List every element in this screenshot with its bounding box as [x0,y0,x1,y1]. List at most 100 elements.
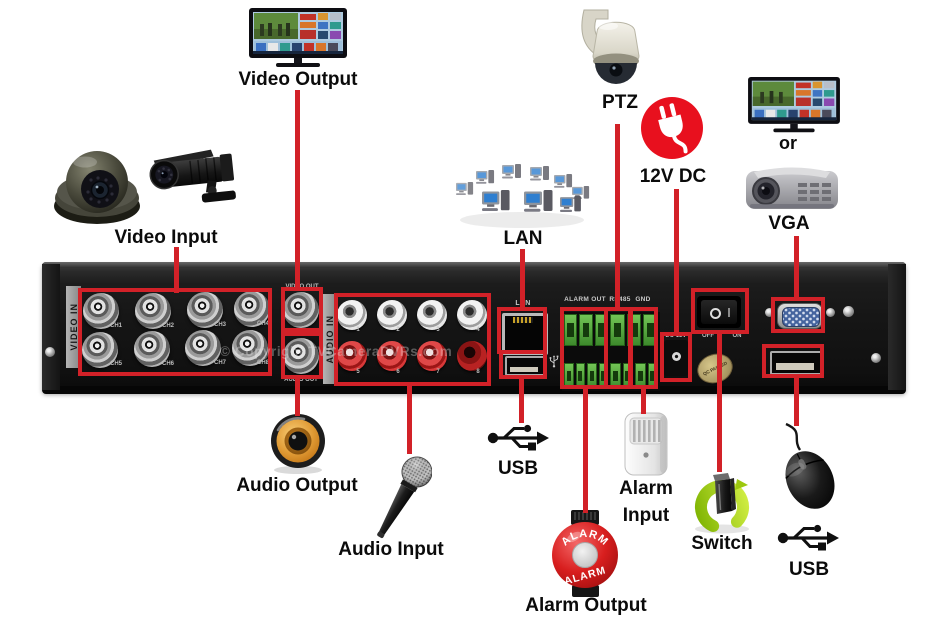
highlight-box-audio-out [281,332,323,379]
switch-rocker [701,300,737,324]
rca-number: 2 [396,327,400,333]
line-lan [520,249,525,309]
lan-label: LAN [503,228,543,249]
rca-jack-7 [417,341,447,371]
highlight-box-vga [771,297,825,333]
video-in-label: VIDEO IN [68,303,79,351]
video-output-label: Video Output [238,69,358,90]
usb-symbol-icon [487,424,549,451]
bnc-connector-ch5 [82,332,118,368]
alarm-out-silk: ALARM OUT [564,296,606,303]
bnc-connector-ch8 [232,330,268,366]
rca-jack-2 [377,300,407,330]
rca-number: 6 [396,369,400,375]
power-plug-icon [641,97,703,159]
ch-label: CH2 [161,323,174,329]
rca-number: 5 [356,369,360,375]
highlight-box-rs485 [604,307,632,389]
bnc-audio-out [283,338,319,374]
bnc-connector-ch4 [234,291,270,327]
audio-input-label: Audio Input [338,539,444,560]
line-video-input [174,247,179,293]
rca-jack-1 [337,300,367,330]
ch-label: CH5 [109,361,122,367]
vga-screw [765,308,774,317]
mouse-icon [785,422,835,509]
line-ptz [615,124,620,309]
ptz-label: PTZ [602,92,638,113]
usb-tongue [776,363,814,370]
highlight-box-usb-left [499,350,547,379]
highlight-box-usb-right [762,344,824,378]
usb-left-label: USB [497,458,539,479]
bnc-connector-ch6 [134,331,170,367]
dome-camera-icon [54,151,140,224]
line-alarm-input [641,388,646,414]
highlight-box-switch [691,288,749,334]
highlight-box-video-in [78,288,272,376]
alarm-output-label: Alarm Output [525,595,647,616]
watermark: © Copyright TVCameraDVRs.com [220,344,453,359]
plug-glyph [658,103,688,154]
power-switch [697,296,741,328]
screw [871,353,881,363]
line-switch [717,333,722,472]
panel-bottom-edge [42,386,906,394]
line-usb-right [794,377,799,426]
video-input-label: Video Input [114,227,218,248]
line-video-output [295,90,300,288]
rca-jack-3 [417,300,447,330]
panel-left-flange [42,264,60,390]
screw [45,347,55,357]
highlight-box-alarm-out [560,307,608,389]
line-vga [794,236,799,299]
dc-power-jack [664,340,688,376]
video-in-strip: VIDEO IN [66,286,81,368]
switch-on-symbol [728,308,730,317]
ptz-camera-icon [581,9,640,84]
on-silk: ON [732,333,742,339]
panel-right-flange [888,264,906,390]
screw [843,306,854,317]
lan-network-icon [456,164,590,228]
usb-symbol-icon [777,524,839,551]
rca-number: 1 [356,327,360,333]
bullet-camera-icon [149,149,236,203]
ch-label: CH7 [213,360,226,366]
bnc-connector-ch2 [135,293,171,329]
vga-screw [826,308,835,317]
ch-label: CH1 [109,323,122,329]
dc-pin [672,352,681,361]
tv-icon [249,8,347,67]
or-label: or [779,133,797,153]
dc-power-label: 12V DC [639,166,707,187]
rca-number: 7 [436,369,440,375]
rca-jack-5 [337,341,367,371]
projector-icon [746,167,838,209]
gnd-silk: GND [635,296,651,303]
highlight-box-video-out [281,287,323,332]
rca-number: 4 [476,327,480,333]
usb-tongue [510,367,538,372]
highlight-box-gnd [629,307,658,389]
speaker-icon [271,414,325,474]
off-silk: OFF [702,333,714,339]
microphone-icon [377,456,432,538]
audio-out-silk: AUDIO OUT [284,377,318,383]
ch-label: CH6 [161,361,174,367]
line-audio-output [295,378,300,416]
alarm-input-label: Alarm Input [619,478,673,526]
highlight-box-audio-in [334,293,491,386]
usb-silk-icon [549,355,559,368]
bnc-connector-ch3 [187,292,223,328]
line-audio-input [407,385,412,454]
switch-label: Switch [691,533,753,554]
switch-off-symbol [710,308,721,319]
rca-number: 8 [476,369,480,375]
line-12v-dc [674,189,679,334]
pir-sensor-icon [624,412,668,476]
rca-jack-6 [377,341,407,371]
audio-output-label: Audio Output [236,475,358,496]
audio-in-strip: AUDIO IN [323,294,337,384]
ch-label: CH3 [213,322,226,328]
